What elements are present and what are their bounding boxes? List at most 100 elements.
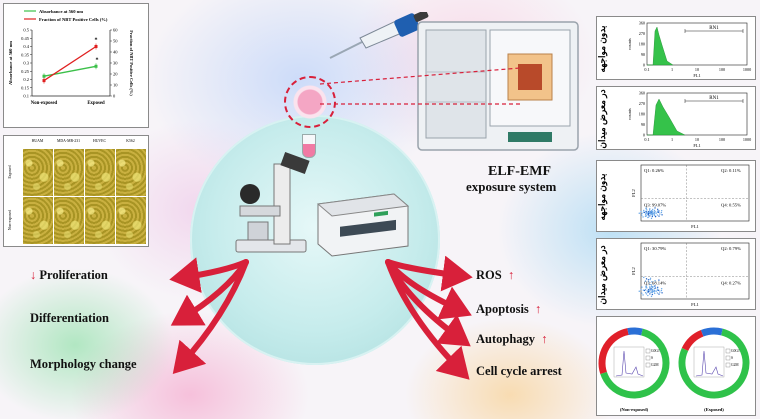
event-dot <box>655 290 657 293</box>
micrograph-column-label: HUVEC <box>92 139 107 143</box>
event-dot <box>643 211 646 214</box>
x-tick-label: 10 <box>695 67 699 72</box>
flow-cytometer-illustration <box>316 193 410 257</box>
marker-label: RN1 <box>709 96 719 101</box>
y-tick-label: 0.3 <box>23 61 29 66</box>
event-dot <box>641 292 643 294</box>
event-dot <box>660 288 663 290</box>
event-dot <box>642 294 644 296</box>
dotplot-side-label: در معرض میدان <box>597 245 607 305</box>
x-tick-label: 100 <box>719 137 725 142</box>
quadrant-label: Q3: 68.14% <box>644 281 666 286</box>
legend-label: G2M <box>651 363 659 367</box>
legend-swatch <box>725 362 731 368</box>
quadrant-label: Q1: 0.26% <box>644 168 664 173</box>
event-dot <box>638 212 640 214</box>
event-dot <box>659 291 661 293</box>
event-dot <box>642 216 644 218</box>
x-axis-label: FL1 <box>693 73 700 78</box>
x-axis-label: FL1 <box>691 302 699 307</box>
magnifier-guide-lines <box>319 67 521 105</box>
event-dot <box>651 293 654 296</box>
event-dot <box>642 211 645 213</box>
y-tick-label: 270 <box>639 31 645 36</box>
legend-label: G2M <box>731 363 739 367</box>
event-dot <box>649 278 651 281</box>
event-dot <box>640 288 642 291</box>
event-dot <box>650 295 653 298</box>
left-effect-label: ↓ Proliferation <box>30 268 108 283</box>
histogram-side-label: بدون مواجهه <box>597 25 607 73</box>
effect-text: ROS <box>476 268 502 282</box>
event-dot <box>652 210 654 213</box>
y2-tick-label: 20 <box>113 72 118 77</box>
event-dot <box>650 209 653 212</box>
event-dot <box>657 208 659 211</box>
event-dot <box>650 287 652 289</box>
event-dot <box>648 209 651 211</box>
dotplot-plot: Q1: 30.79%Q2: 0.79%Q3: 68.14%Q4: 0.27%FL… <box>631 242 750 307</box>
legend-label: G0G1 <box>731 349 740 353</box>
micrograph-image <box>22 196 53 244</box>
event-dot <box>651 290 653 292</box>
increase-arrow-icon: ↑ <box>535 332 548 346</box>
micrograph-image <box>22 148 53 196</box>
legend-label: S <box>651 356 653 360</box>
left-effect-label: Morphology change <box>30 357 137 372</box>
event-dot <box>641 212 643 215</box>
event-dot <box>650 284 653 286</box>
right-effect-label: Apoptosis ↑ <box>476 302 541 317</box>
histogram-peak <box>647 98 686 136</box>
event-dot <box>647 281 650 283</box>
event-dot <box>656 288 659 290</box>
event-dot <box>646 212 648 214</box>
micrograph-image <box>115 148 146 196</box>
micrograph-image <box>53 148 84 196</box>
event-dot <box>656 211 659 214</box>
event-dot <box>660 211 663 214</box>
effect-text: Apoptosis <box>476 302 529 316</box>
event-dot <box>641 214 643 216</box>
event-dot <box>645 285 647 287</box>
event-dot <box>645 212 647 215</box>
legend-label: Absorbance at 560 nm <box>39 9 83 14</box>
quadrant-label: Q4: 0.27% <box>721 281 741 286</box>
y-tick-label: 360 <box>639 91 645 96</box>
event-dot <box>652 290 655 292</box>
event-dot <box>647 294 649 297</box>
event-dot <box>654 215 657 218</box>
cell-cycle-segment <box>681 330 704 352</box>
event-dot <box>645 207 647 209</box>
y2-tick-label: 10 <box>113 83 118 88</box>
histogram-peak <box>647 26 674 66</box>
y-tick-label: 270 <box>639 101 645 106</box>
dotplot-side-label: بدون مواجهه <box>597 173 607 221</box>
event-dot <box>653 289 656 292</box>
event-dot <box>649 283 651 286</box>
event-dot <box>653 287 656 290</box>
y-tick-label: 0.5 <box>23 28 29 33</box>
x-tick-label: 0.1 <box>644 67 649 72</box>
plot-frame <box>646 22 748 66</box>
histogram-side-label: در معرض میدان <box>597 89 607 149</box>
x-tick-label: 1 <box>671 67 673 72</box>
event-dot <box>650 217 653 220</box>
x-tick-label: 10 <box>695 137 699 142</box>
y-axis-label: FL2 <box>631 266 636 274</box>
quadrant-label: Q3: 99.07% <box>644 203 666 208</box>
cell-cycle-caption: (Non-exposed) <box>620 407 649 412</box>
right-effect-label: ROS ↑ <box>476 268 514 283</box>
elf-emf-incubator-illustration <box>417 21 579 151</box>
inner-histogram-trace <box>615 350 644 377</box>
micrograph-image <box>84 196 115 244</box>
significance-mark: * <box>95 38 98 44</box>
y2-tick-label: 50 <box>113 39 118 44</box>
event-dot <box>640 210 642 213</box>
x-axis-label: FL1 <box>693 143 700 148</box>
x-tick-label: Non-exposed <box>31 101 58 106</box>
event-dot <box>661 292 663 294</box>
